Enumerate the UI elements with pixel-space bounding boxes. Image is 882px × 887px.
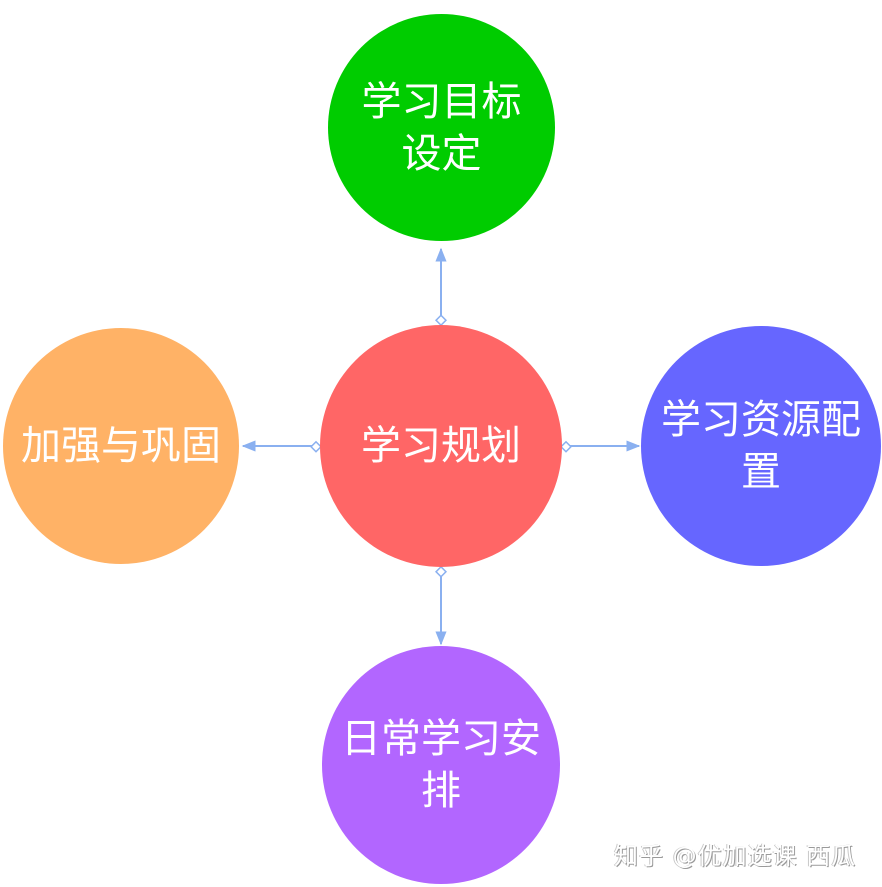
node-right-label: 学习资源配置 xyxy=(661,397,861,495)
connector-right xyxy=(559,440,641,453)
node-center: 学习规划 xyxy=(320,325,562,567)
node-bottom-label: 日常学习安排 xyxy=(341,716,541,814)
node-left-label: 加强与巩固 xyxy=(21,423,221,469)
node-right: 学习资源配置 xyxy=(641,326,881,566)
connector-down xyxy=(434,565,448,646)
node-center-label: 学习规划 xyxy=(361,423,521,469)
node-top-label: 学习目标设定 xyxy=(361,78,522,177)
connector-up xyxy=(434,247,448,327)
node-bottom: 日常学习安排 xyxy=(322,646,560,884)
connector-left xyxy=(241,440,323,453)
node-top: 学习目标设定 xyxy=(328,14,555,241)
node-left: 加强与巩固 xyxy=(3,328,239,564)
watermark: 知乎 @优加选课 西瓜 xyxy=(614,842,857,870)
